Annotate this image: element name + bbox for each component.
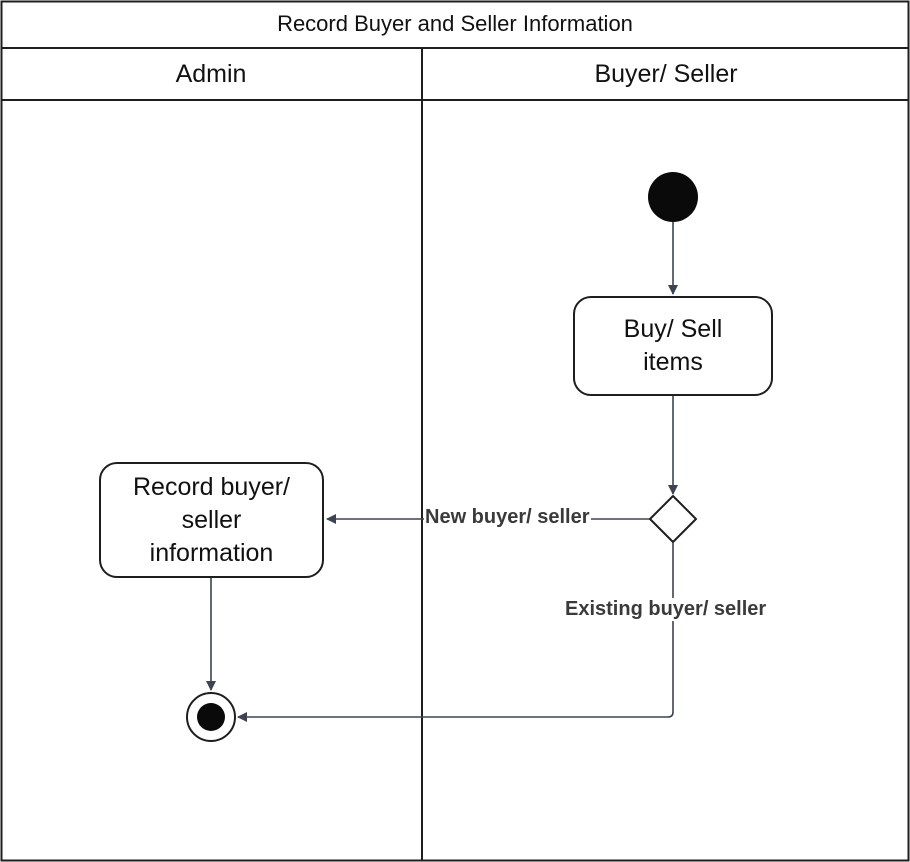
- flow-decision-to-final: [237, 543, 674, 722]
- final-node: [197, 703, 225, 731]
- diagram-title: Record Buyer and Seller Information: [277, 11, 633, 36]
- lane-header-admin: Admin: [175, 59, 247, 88]
- initial-node: [648, 172, 698, 222]
- guard-existing-buyer-seller: Existing buyer/ seller: [563, 598, 769, 621]
- action-buy-sell-items: Buy/ Sell items: [573, 296, 773, 396]
- guard-new-buyer-seller: New buyer/ seller: [424, 506, 591, 529]
- action-record-buyer-seller-information: Record buyer/ seller information: [99, 462, 324, 578]
- lane-header-buyer-seller: Buyer/ Seller: [594, 59, 738, 88]
- decision-node: [649, 495, 697, 543]
